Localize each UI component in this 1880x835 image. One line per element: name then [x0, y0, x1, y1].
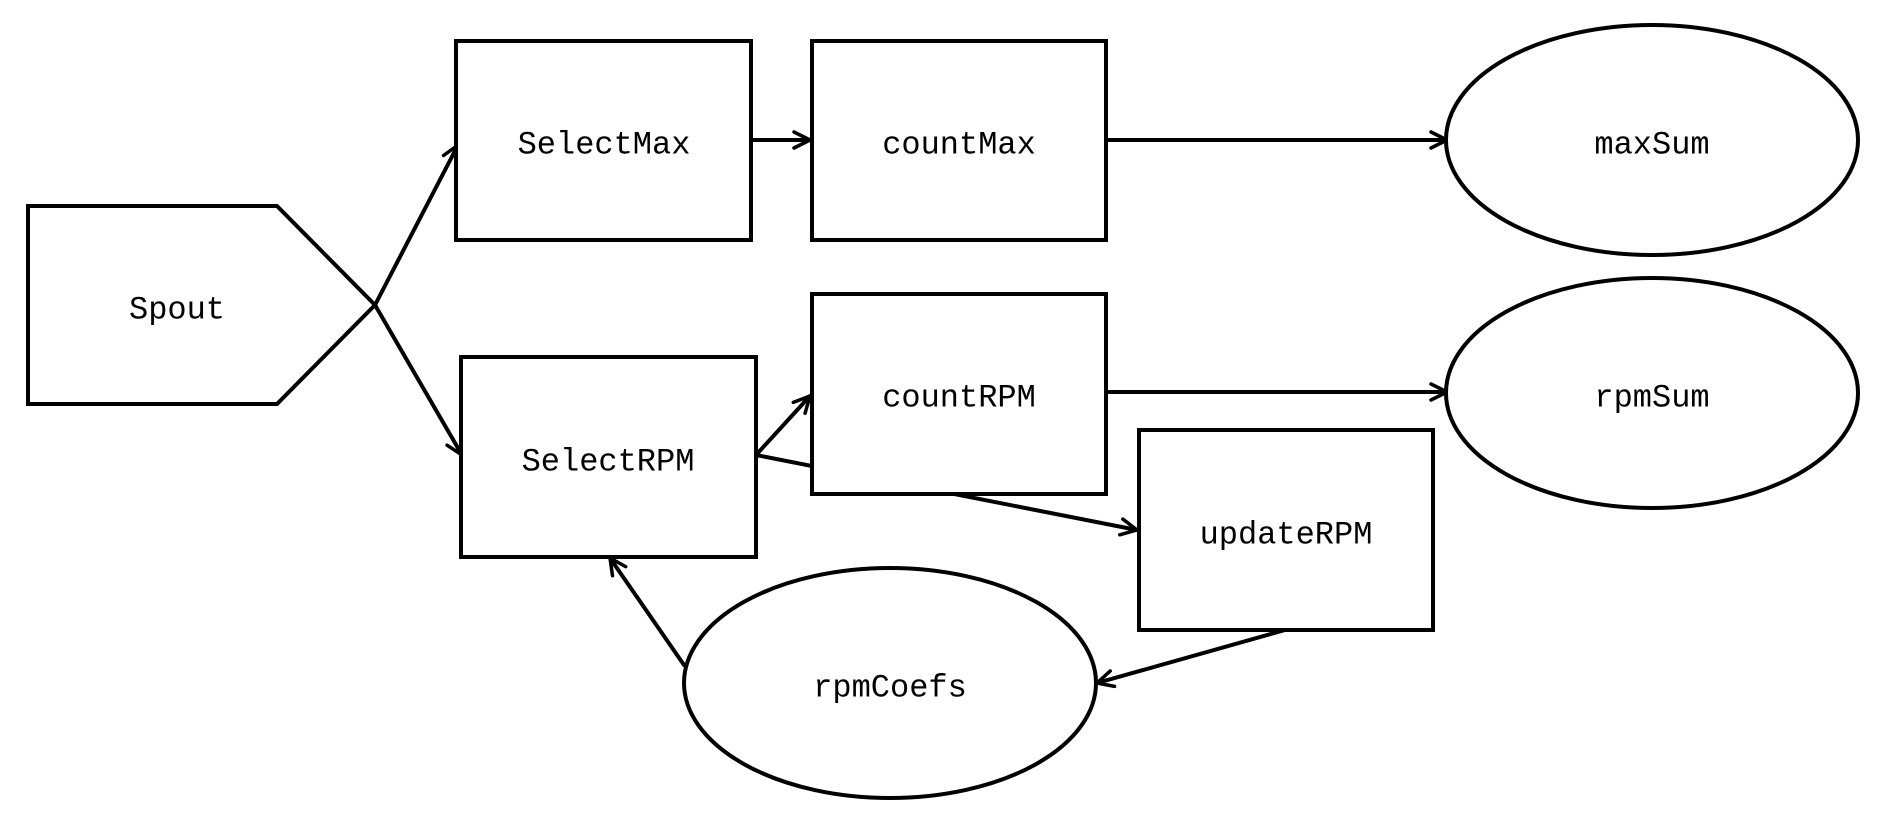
countmax-label: countMax — [882, 126, 1036, 163]
edge-rpmcoefs-to-selectrpm — [608, 556, 686, 667]
maxsum-label: maxSum — [1594, 126, 1709, 163]
updaterpm-box — [1137, 428, 1435, 632]
node-selectrpm: SelectRPM — [459, 355, 758, 559]
edge-updaterpm-to-rpmcoefs — [1095, 628, 1287, 689]
edge-selectrpm-to-countrpm — [754, 394, 812, 457]
rpmcoefs-ellipse — [682, 566, 1098, 800]
node-countrpm: countRPM — [810, 292, 1108, 496]
rpmsum-label: rpmSum — [1594, 379, 1709, 416]
node-updaterpm: updateRPM — [1137, 428, 1435, 632]
updaterpm-label: updateRPM — [1200, 516, 1373, 553]
node-maxsum: maxSum — [1444, 23, 1860, 257]
countrpm-box — [810, 292, 1108, 496]
node-countmax: countMax — [810, 39, 1108, 242]
rpmcoefs-label: rpmCoefs — [813, 669, 967, 706]
node-selectmax: SelectMax — [454, 39, 753, 242]
edge-spout-to-selectrpm — [373, 303, 464, 457]
maxsum-ellipse — [1444, 23, 1860, 257]
node-rpmsum: rpmSum — [1444, 276, 1860, 510]
selectmax-label: SelectMax — [518, 126, 691, 163]
selectmax-box — [454, 39, 753, 242]
rpmsum-ellipse — [1444, 276, 1860, 510]
node-spout: Spout — [26, 204, 378, 406]
edge-spout-to-selectmax — [373, 143, 460, 307]
spout-shape — [26, 204, 378, 406]
selectrpm-box — [459, 355, 758, 559]
selectrpm-label: SelectRPM — [522, 443, 695, 480]
countmax-box — [810, 39, 1108, 242]
countrpm-label: countRPM — [882, 379, 1036, 416]
spout-label: Spout — [129, 291, 225, 328]
node-rpmcoefs: rpmCoefs — [682, 566, 1098, 800]
